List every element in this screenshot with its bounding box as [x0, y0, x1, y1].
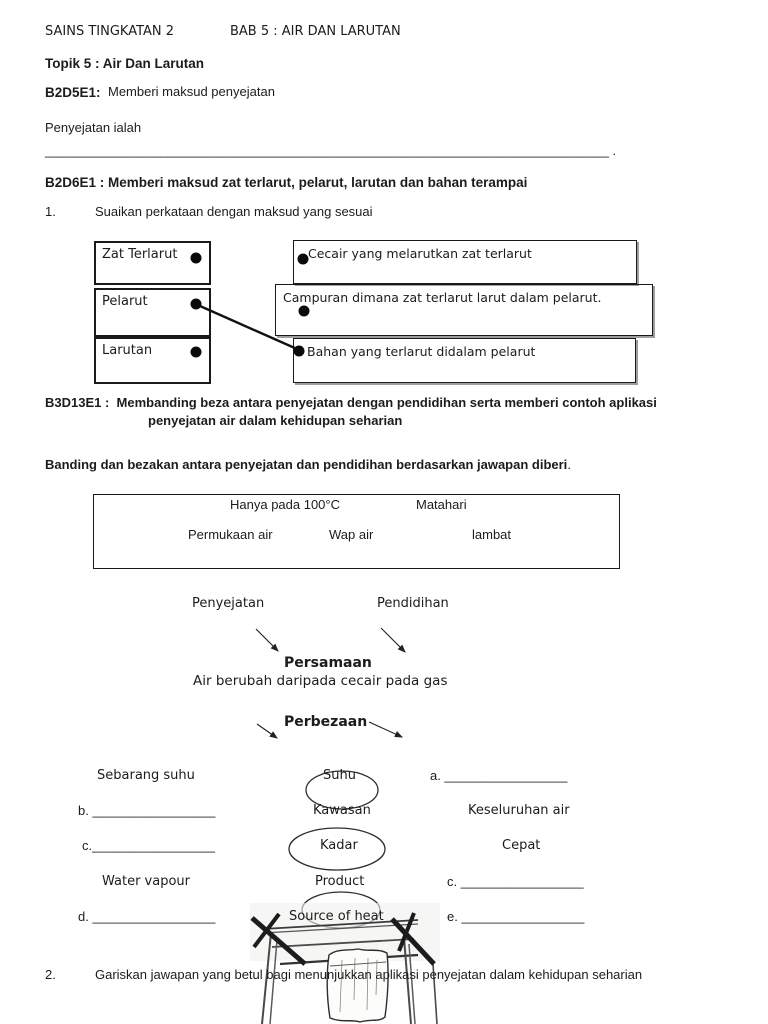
- term-label: Larutan: [102, 343, 153, 358]
- definition-box-3: [293, 338, 636, 383]
- word-bank-item: Hanya pada 100°C: [230, 497, 340, 512]
- question1-text: Suaikan perkataan dengan maksud yang ses…: [95, 204, 373, 219]
- towel-crease: [366, 957, 369, 1011]
- term-label: Pelarut: [102, 294, 148, 309]
- rack-bar: [279, 953, 419, 966]
- compare-instruction: Banding dan bezakan antara penyejatan da…: [45, 457, 571, 472]
- similarity-title: Persamaan: [284, 655, 372, 671]
- compare-cell: Kadar: [320, 838, 358, 853]
- question2-text: Gariskan jawapan yang betul bagi menunju…: [95, 967, 643, 982]
- answer-blank-line: ________________________________________…: [45, 143, 617, 158]
- word-bank-item: Permukaan air: [188, 527, 273, 542]
- compare-blank: e. _________________: [447, 909, 585, 924]
- compare-cell: Sebarang suhu: [97, 768, 195, 783]
- word-bank-item: Matahari: [416, 497, 467, 512]
- rack-cross-stroke: [390, 917, 436, 966]
- question2-number: 2.: [45, 967, 56, 982]
- compare-cell: Keseluruhan air: [468, 803, 570, 818]
- compare-cell: Suhu: [323, 768, 356, 783]
- objective-b2d5e1-label: B2D5E1:: [45, 85, 101, 100]
- topic-title: Topik 5 : Air Dan Larutan: [45, 56, 205, 71]
- rack-bar: [262, 923, 419, 934]
- term-box-zat-terlarut: [94, 241, 211, 285]
- compare-cell: Product: [315, 874, 365, 889]
- rack-cross-stroke: [252, 912, 281, 949]
- similarity-text: Air berubah daripada cecair pada gas: [193, 673, 448, 689]
- objective-b3d13e1-line1: B3D13E1 : Membanding beza antara penyeja…: [45, 395, 657, 410]
- compare-cell: Kawasan: [313, 803, 371, 818]
- term-label: Zat Terlarut: [102, 247, 178, 262]
- word-bank-box: [93, 494, 620, 569]
- header-chapter: BAB 5 : AIR DAN LARUTAN: [230, 24, 401, 39]
- compare-blank: c. _________________: [447, 874, 584, 889]
- arrow: [256, 723, 278, 739]
- definition-prompt: Penyejatan ialah: [45, 120, 142, 135]
- arrow: [380, 627, 406, 653]
- pendidihan-label: Pendidihan: [377, 596, 449, 611]
- compare-cell: Water vapour: [102, 874, 191, 889]
- header-course: SAINS TINGKATAN 2: [45, 24, 175, 39]
- compare-cell: Cepat: [502, 838, 541, 853]
- definition-label: Campuran dimana zat terlarut larut dalam…: [283, 290, 602, 305]
- definition-box-1: [293, 240, 637, 284]
- objective-b3d13e1-line2: penyejatan air dalam kehidupan seharian: [148, 413, 403, 428]
- question1-number: 1.: [45, 204, 56, 219]
- compare-cell: Source of heat: [289, 909, 384, 924]
- word-bank-item: Wap air: [329, 527, 374, 542]
- word-bank-item: lambat: [472, 527, 512, 542]
- rack-cross-stroke: [397, 912, 416, 952]
- difference-title: Perbezaan: [284, 714, 368, 730]
- rack-bar: [271, 938, 415, 948]
- penyejatan-label: Penyejatan: [192, 596, 265, 611]
- compare-blank: d. _________________: [78, 909, 216, 924]
- towel-fold: [329, 961, 387, 967]
- definition-label: Bahan yang terlarut didalam pelarut: [307, 344, 536, 359]
- objective-b2d6e1: B2D6E1 : Memberi maksud zat terlarut, pe…: [45, 175, 528, 190]
- arrow: [255, 628, 279, 652]
- towel: [326, 948, 389, 1023]
- rack-leg: [408, 943, 416, 1024]
- term-box-larutan: [94, 337, 211, 384]
- compare-blank: a. _________________: [430, 768, 568, 783]
- compare-blank: c._________________: [82, 838, 216, 853]
- arrow: [368, 721, 404, 738]
- compare-blank: b. _________________: [78, 803, 216, 818]
- definition-label: Cecair yang melarutkan zat terlarut: [308, 246, 532, 261]
- objective-b2d5e1-text: Memberi maksud penyejatan: [108, 84, 275, 99]
